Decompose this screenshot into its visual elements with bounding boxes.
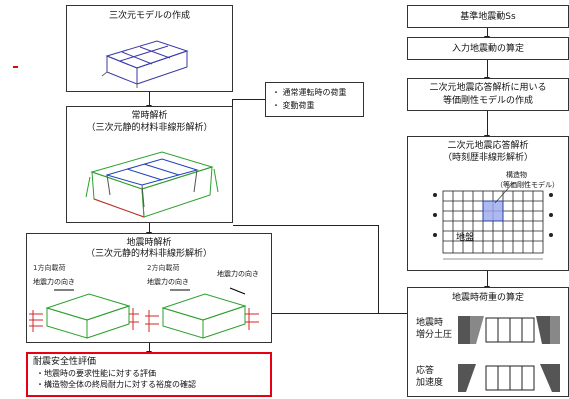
red-marker (13, 66, 18, 68)
3d-model-figure (101, 40, 189, 88)
input-motion-label: 入力地震動の算定 (451, 44, 524, 54)
arrow-ss-to-input (484, 28, 490, 41)
arrow-static-to-seismic (146, 223, 152, 237)
force-direction-label-2: 地震力の向き (147, 278, 189, 286)
seismic-analysis-subtitle: （三次元静的材料非線形解析） (85, 249, 212, 259)
acceleration-label-2: 加速度 (416, 378, 444, 388)
force-direction-label-1: 地震力の向き (33, 278, 75, 286)
connector-model-to-seismic-v (378, 225, 379, 313)
load-item-2: ・ 変動荷重 (272, 101, 315, 110)
one-direction-label: 1方向載荷 (33, 264, 66, 272)
loads-connector-h (232, 99, 265, 100)
arrow-model2d-to-response (484, 111, 490, 140)
loads-note-box: ・ 通常運転時の荷重 ・ 変動荷重 (265, 82, 364, 117)
load-calculation-title: 地震時荷重の算定 (451, 293, 524, 303)
arrow-seismic-to-eval (146, 343, 152, 356)
structure-label: 構造物 (506, 171, 527, 179)
equivalent-model-label: （等価剛性モデル） (496, 181, 559, 189)
model-creation-title: 三次元モデルの作成 (108, 11, 190, 21)
model2d-line-2: 等価剛性モデルの作成 (442, 96, 533, 106)
arrow-input-to-model2d (484, 60, 490, 82)
static-analysis-box: 常時解析 （三次元静的材料非線形解析） (66, 106, 233, 223)
arrow-response-to-loadcalc (484, 271, 490, 291)
two-direction-figure (145, 287, 259, 339)
static-deformation-figure (85, 151, 219, 218)
acceleration-figure (458, 364, 560, 392)
load-item-1: ・ 通常運転時の荷重 (272, 88, 347, 97)
connector-model-to-seismic-h (233, 225, 378, 226)
loads-connector-v (232, 99, 233, 111)
connector-load-to-eval-h (272, 313, 408, 314)
acceleration-label-1: 応答 (416, 366, 435, 376)
seismic-safety-evaluation-box: 耐震安全性評価 ・地震時の要求性能に対する評価 ・構造物全体の終局耐力に対する裕… (26, 352, 272, 397)
one-direction-figure (29, 289, 139, 339)
input-motion-box: 入力地震動の算定 (407, 37, 569, 60)
load-calculation-box: 地震時荷重の算定 地震時 増分土圧 応答 加速度 (407, 287, 569, 397)
evaluation-title: 耐震安全性評価 (33, 357, 97, 367)
two-direction-label: 2方向載荷 (147, 264, 180, 272)
response-analysis-subtitle: （時刻歴非線形解析） (442, 153, 533, 163)
model-creation-box: 三次元モデルの作成 (66, 5, 233, 92)
model2d-line-1: 二次元地震応答解析に用いる (429, 83, 547, 93)
evaluation-item-2: ・構造物全体の終局耐力に対する裕度の確認 (36, 380, 196, 389)
earth-pressure-label-1: 地震時 (416, 318, 444, 328)
earth-pressure-figure (458, 316, 560, 344)
ss-label: 基準地震動Ss (460, 12, 516, 22)
fem-mesh-figure (433, 182, 553, 260)
arrow-model-to-static (146, 92, 152, 110)
seismic-analysis-title: 地震時解析 (126, 238, 172, 248)
response-analysis-title: 二次元地震応答解析 (447, 141, 529, 151)
static-analysis-subtitle: （三次元静的材料非線形解析） (86, 123, 213, 133)
ss-box: 基準地震動Ss (407, 5, 569, 28)
force-direction-label-3: 地震力の向き (217, 270, 259, 278)
seismic-analysis-box: 地震時解析 （三次元静的材料非線形解析） 1方向載荷 2方向載荷 地震力の向き … (26, 233, 272, 343)
earth-pressure-label-2: 増分土圧 (416, 330, 453, 340)
response-analysis-box: 二次元地震応答解析 （時刻歴非線形解析） 構造物 （等価剛性モデル） 地盤 (407, 136, 569, 271)
ground-label: 地盤 (456, 233, 475, 243)
evaluation-item-1: ・地震時の要求性能に対する評価 (36, 369, 156, 378)
static-analysis-title: 常時解析 (131, 111, 168, 121)
model2d-box: 二次元地震応答解析に用いる 等価剛性モデルの作成 (407, 78, 569, 111)
